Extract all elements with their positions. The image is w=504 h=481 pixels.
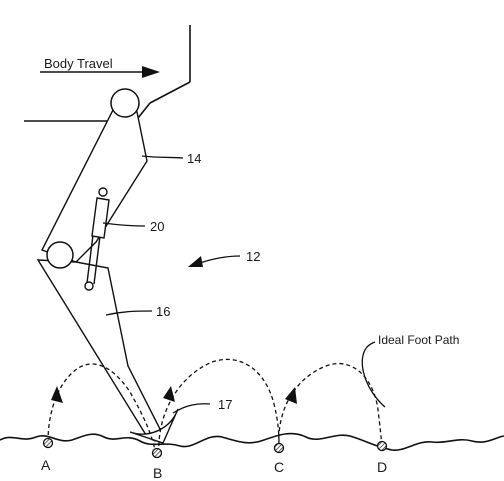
foot-reference-numeral: 17 [218, 397, 233, 412]
upper-leg-link [41, 107, 148, 263]
ideal-foot-path-arcs [47, 358, 383, 454]
ground-point-label-c: C [274, 459, 285, 475]
hip-joint [110, 88, 140, 118]
ground-point-label-b: B [153, 465, 163, 481]
contact-point-d [376, 440, 388, 452]
contact-point-a [42, 437, 54, 449]
ground-point-label-d: D [377, 459, 388, 475]
knee-joint [46, 241, 74, 269]
ground-line [0, 432, 504, 451]
body-travel-arrow [40, 66, 160, 78]
ground-contact-points [42, 437, 388, 459]
contact-point-b [151, 447, 163, 459]
leg-assembly-arrowhead [188, 256, 203, 267]
foot-path-arrowheads [51, 386, 297, 404]
foot [129, 408, 179, 444]
body-frame [24, 25, 191, 122]
lower-leg-reference-numeral: 16 [156, 304, 171, 319]
ideal-foot-path-label: Ideal Foot Path [378, 333, 460, 347]
lower-leg-link [36, 259, 163, 442]
actuator-cylinder [84, 187, 110, 291]
ground-point-label-a: A [41, 457, 51, 473]
upper-leg-reference-numeral: 14 [187, 151, 202, 166]
body-travel-label: Body Travel [44, 56, 113, 71]
contact-point-c [273, 442, 285, 454]
leg-assembly-reference-numeral: 12 [246, 249, 261, 264]
reference-leader-lines [102, 155, 386, 414]
actuator-reference-numeral: 20 [150, 219, 165, 234]
